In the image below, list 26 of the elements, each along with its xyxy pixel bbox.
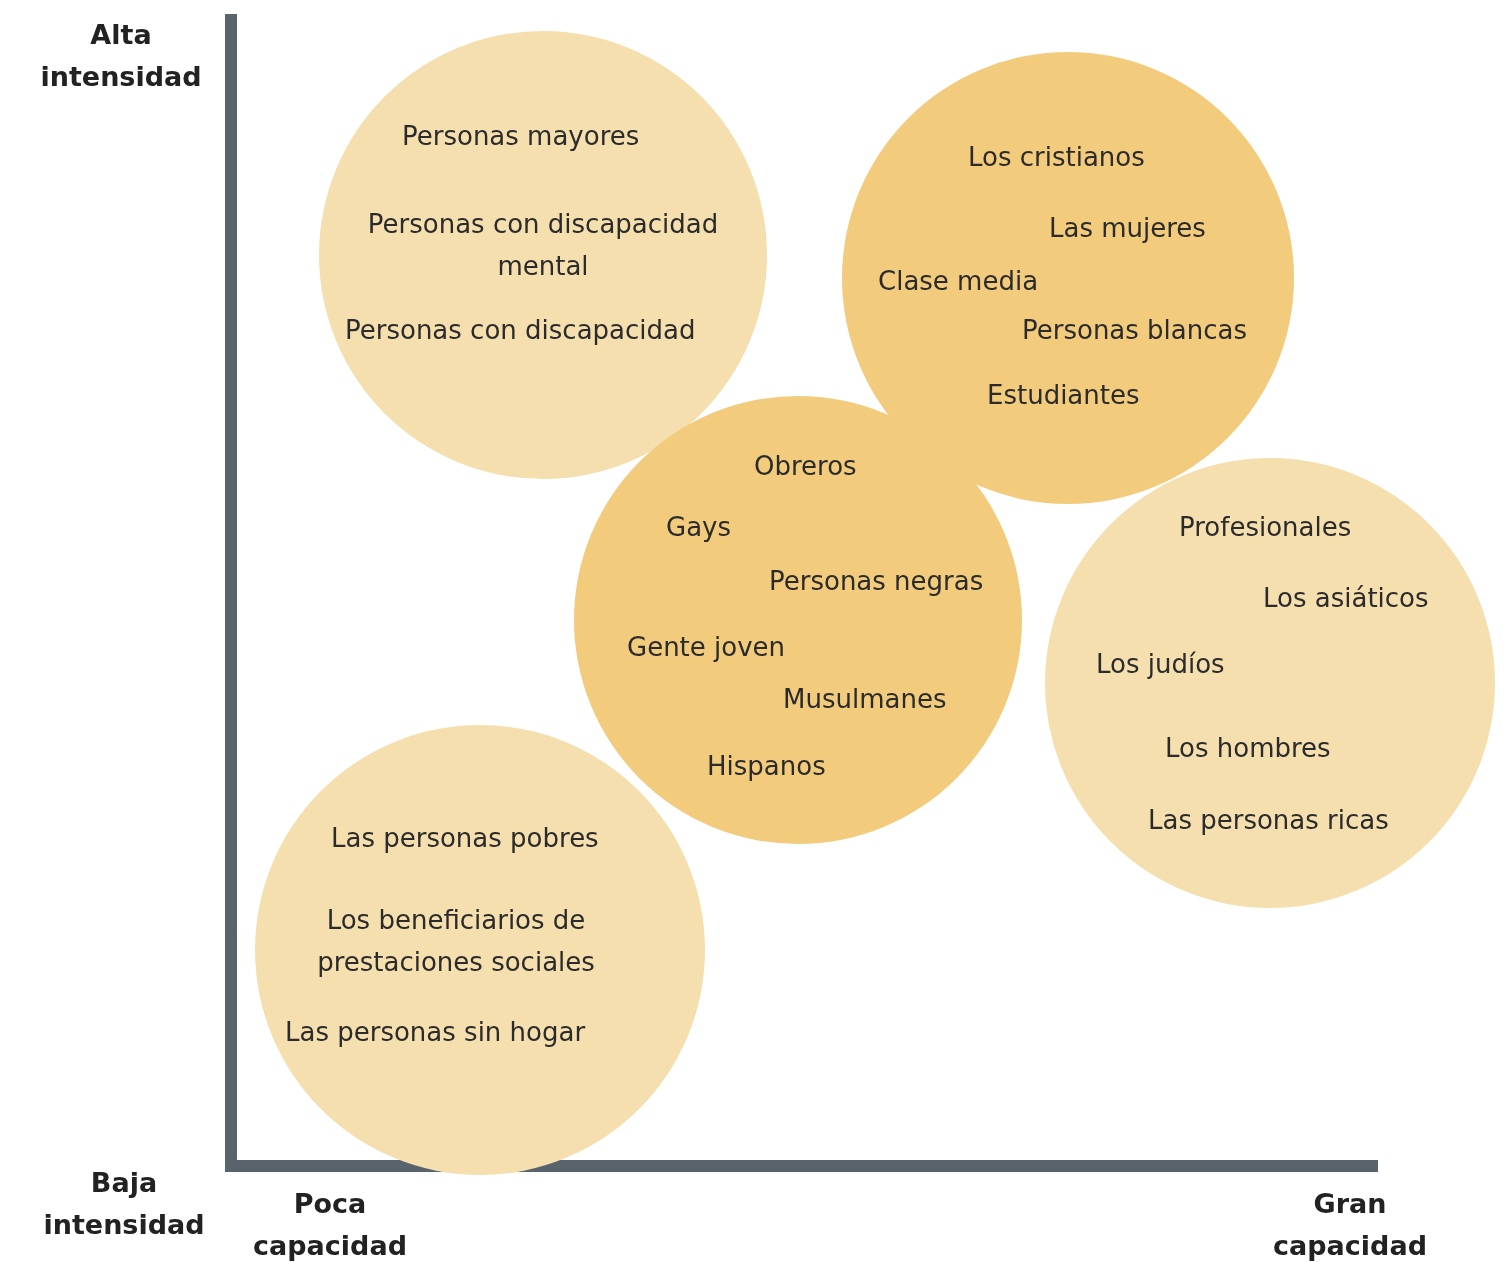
group-label: Musulmanes bbox=[783, 683, 947, 716]
group-label: Los asiáticos bbox=[1263, 582, 1429, 615]
group-label: Gays bbox=[666, 511, 731, 544]
group-label: Clase media bbox=[878, 265, 1039, 298]
group-label: Las personas sin hogar bbox=[285, 1016, 586, 1049]
group-label: Los judíos bbox=[1096, 648, 1225, 681]
group-label: Personas mayores bbox=[402, 120, 640, 153]
group-label: Las personas pobres bbox=[331, 822, 599, 855]
group-label: Personas con discapacidad mental bbox=[366, 208, 720, 283]
axis-label: Baja intensidad bbox=[42, 1166, 206, 1242]
group-label: Estudiantes bbox=[987, 379, 1140, 412]
group-label: Las personas ricas bbox=[1148, 804, 1389, 837]
group-label: Los beneficiarios de prestaciones sociales bbox=[316, 904, 596, 979]
group-label: Personas con discapacidad bbox=[345, 314, 696, 347]
group-label: Personas negras bbox=[769, 565, 984, 598]
axis-label: Alta intensidad bbox=[39, 18, 203, 94]
group-label: Hispanos bbox=[707, 750, 826, 783]
group-label: Los hombres bbox=[1165, 732, 1331, 765]
axis-label: Poca capacidad bbox=[252, 1187, 408, 1262]
group-label: Obreros bbox=[754, 450, 857, 483]
group-label: Los cristianos bbox=[968, 141, 1145, 174]
group-label: Personas blancas bbox=[1022, 314, 1248, 347]
axis-label: Gran capacidad bbox=[1272, 1187, 1428, 1262]
group-label: Las mujeres bbox=[1049, 212, 1206, 245]
group-label: Profesionales bbox=[1179, 511, 1352, 544]
group-label: Gente joven bbox=[627, 631, 786, 664]
